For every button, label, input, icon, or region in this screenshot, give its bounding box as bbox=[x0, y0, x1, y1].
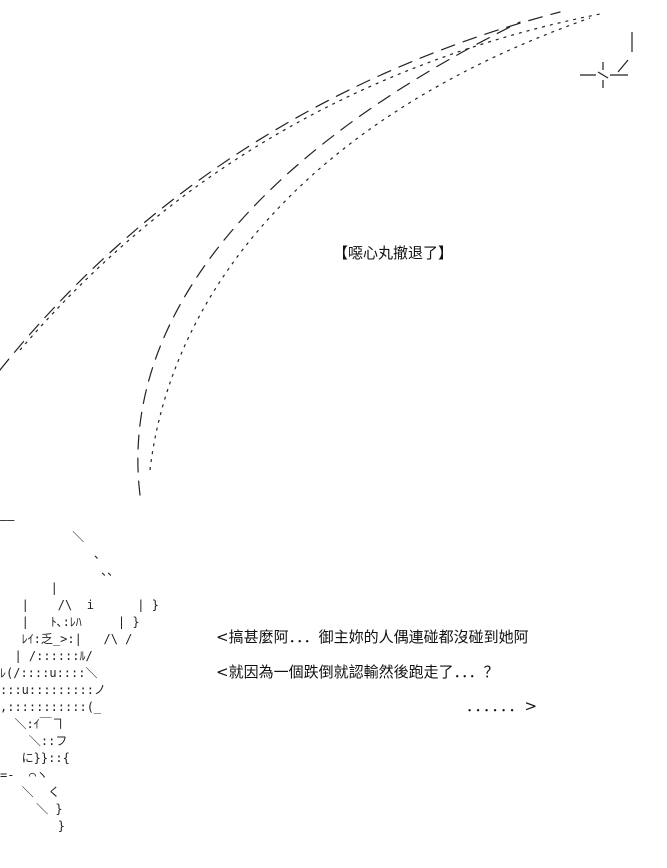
dialogue-line: ．．．．．．> bbox=[466, 697, 539, 715]
dialogue-line: <就因為一個跌倒就認輸然後跑走了．．．？ bbox=[216, 663, 499, 681]
dialogue-line: <搞甚麼阿．．．御主妳的人偶連碰都沒碰到她阿 bbox=[216, 628, 529, 646]
character-ascii-art: —— ＼ 、 、、 | | /\ i | } | ﾄ､:ﾚﾊ | } ﾚｲ:乏_… bbox=[0, 513, 159, 833]
sparkle-icon bbox=[580, 32, 633, 88]
narration-caption: 【噁心丸撤退了】 bbox=[333, 244, 454, 262]
streak-outer bbox=[0, 11, 561, 371]
streak-inner bbox=[137, 21, 521, 496]
